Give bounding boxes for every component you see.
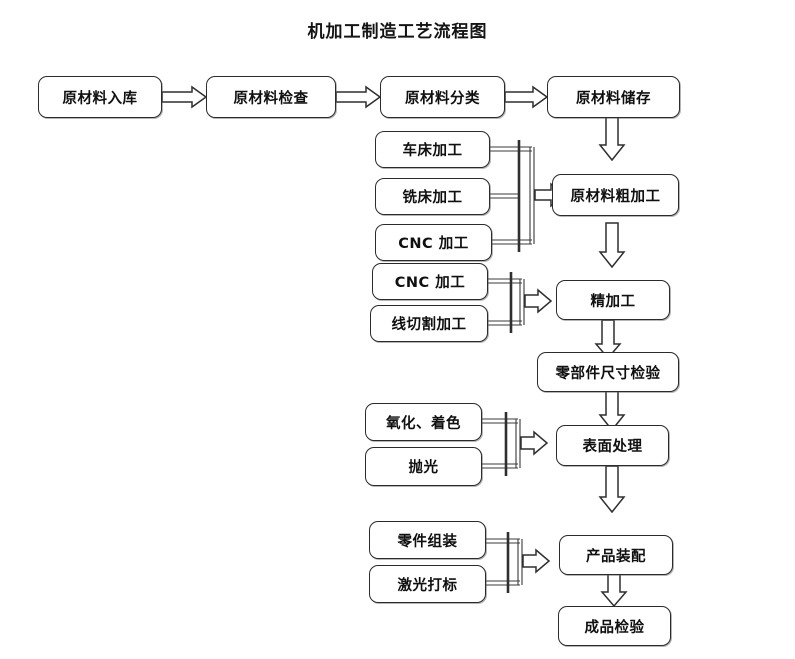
page-title: 机加工制造工艺流程图 <box>307 22 488 42</box>
down-arrow-icon <box>598 222 626 269</box>
node-label: 原材料入库 <box>62 90 138 107</box>
node-label: 激光打标 <box>397 577 458 594</box>
node-label: 产品装配 <box>586 548 646 565</box>
node-raw-material-classification[interactable]: 原材料分类 <box>380 76 505 118</box>
node-raw-material-warehousing[interactable]: 原材料入库 <box>38 76 162 118</box>
right-arrow-icon <box>161 85 208 109</box>
node-label: CNC 加工 <box>394 275 466 291</box>
down-arrow-icon <box>598 115 626 162</box>
right-arrow-icon <box>504 85 549 109</box>
node-raw-material-storage[interactable]: 原材料储存 <box>547 76 680 118</box>
node-label: 原材料储存 <box>576 90 651 107</box>
node-cnc-machining-rough[interactable]: CNC 加工 <box>375 224 492 261</box>
node-lathe-machining[interactable]: 车床加工 <box>375 131 490 168</box>
node-milling-machining[interactable]: 铣床加工 <box>375 178 490 215</box>
node-label: CNC 加工 <box>398 236 469 252</box>
node-label: 零件组装 <box>397 533 458 550</box>
node-oxidation-coloring[interactable]: 氧化、着色 <box>365 403 482 441</box>
node-label: 原材料分类 <box>405 90 480 107</box>
down-arrow-icon <box>600 573 628 608</box>
node-label: 铣床加工 <box>402 190 463 206</box>
node-label: 零部件尺寸检验 <box>555 365 661 382</box>
node-label: 成品检验 <box>584 619 645 636</box>
node-part-dimension-inspection[interactable]: 零部件尺寸检验 <box>537 352 679 392</box>
node-raw-material-inspection[interactable]: 原材料检查 <box>206 76 336 118</box>
merge-bracket-icon <box>487 272 553 333</box>
merge-bracket-icon <box>482 412 549 476</box>
node-label: 抛光 <box>408 460 439 476</box>
node-label: 原材料检查 <box>233 90 309 107</box>
node-label: 车床加工 <box>402 143 463 159</box>
node-finish-machining[interactable]: 精加工 <box>556 280 670 320</box>
node-label: 氧化、着色 <box>386 415 461 432</box>
node-product-assembly[interactable]: 产品装配 <box>559 535 673 575</box>
node-label: 精加工 <box>590 293 636 310</box>
node-label: 线切割加工 <box>391 317 467 333</box>
node-cnc-machining-finish[interactable]: CNC 加工 <box>372 263 488 300</box>
node-label: 表面处理 <box>582 439 643 455</box>
node-wire-cut-machining[interactable]: 线切割加工 <box>370 305 488 342</box>
node-surface-treatment[interactable]: 表面处理 <box>556 425 669 466</box>
merge-bracket-icon <box>486 532 551 593</box>
node-finished-product-inspection[interactable]: 成品检验 <box>558 606 671 646</box>
node-raw-material-rough-machining[interactable]: 原材料粗加工 <box>552 174 679 216</box>
node-parts-assembly[interactable]: 零件组装 <box>369 521 486 559</box>
right-arrow-icon <box>335 85 382 109</box>
node-label: 原材料粗加工 <box>570 188 661 205</box>
node-polishing[interactable]: 抛光 <box>365 447 482 486</box>
down-arrow-icon <box>598 465 626 514</box>
node-laser-marking[interactable]: 激光打标 <box>369 565 486 603</box>
